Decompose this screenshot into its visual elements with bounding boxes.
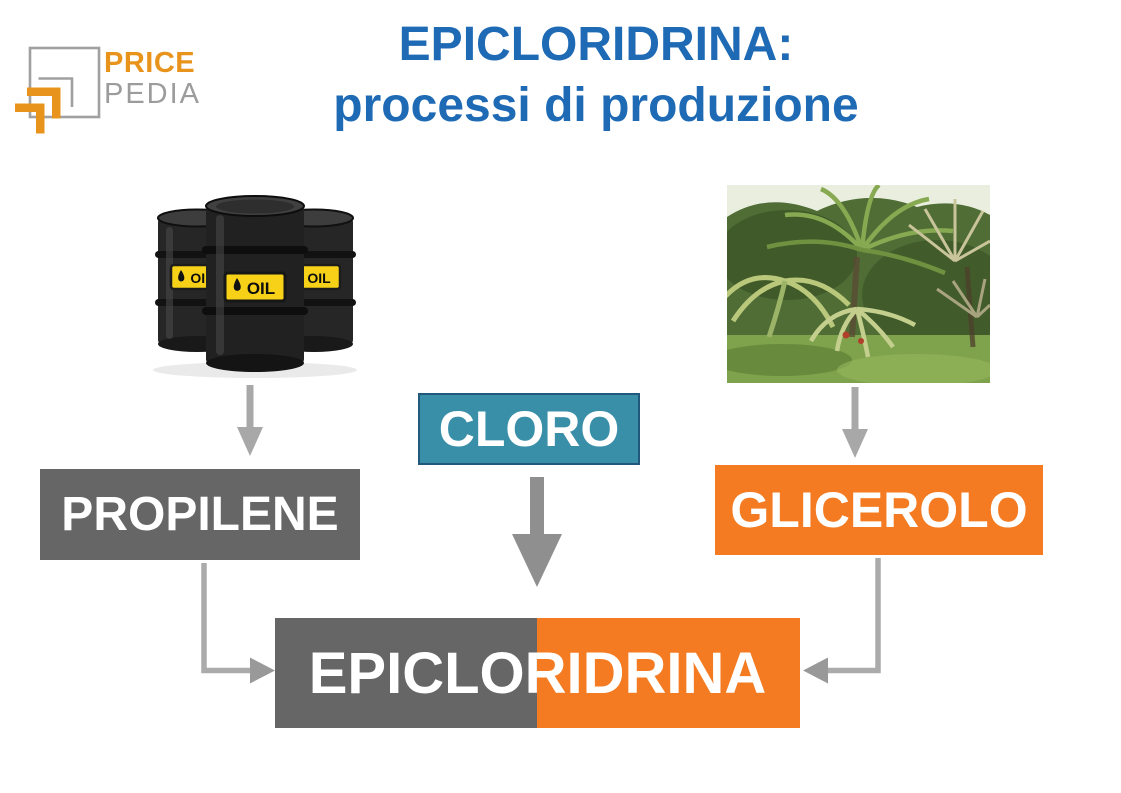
arrow-barrels-to-propilene xyxy=(237,385,263,456)
node-propilene: PROPILENE xyxy=(40,469,360,560)
logo-brand-bottom: PEDIA xyxy=(104,78,202,110)
palm-fronds-left xyxy=(727,275,851,338)
svg-text:OIL: OIL xyxy=(307,270,331,286)
oil-drop-icon xyxy=(233,278,241,291)
palm-fruit xyxy=(858,338,864,344)
arrow-cloro-to-epicloridrina xyxy=(512,477,562,587)
node-epicloridrina: EPICLORIDRINA xyxy=(275,618,800,728)
page-title-line2: processi di produzione xyxy=(333,79,859,132)
node-propilene-label: PROPILENE xyxy=(61,488,339,541)
arrow-glicerolo-to-epicloridrina xyxy=(803,558,881,684)
page-title-line1: EPICLORIDRINA: xyxy=(398,18,794,71)
oil-drop-icon xyxy=(178,270,185,282)
palm-fan-right-lower xyxy=(936,278,990,319)
node-cloro: CLORO xyxy=(418,393,640,465)
barrel-center: OIL xyxy=(202,195,308,372)
logo-outer-square xyxy=(28,46,101,119)
palm-fruit xyxy=(842,331,850,339)
palm-crown-center xyxy=(766,185,954,276)
arrow-propilene-to-epicloridrina xyxy=(201,563,275,684)
oil-palm-image xyxy=(727,185,990,383)
palm-crown-lower xyxy=(809,306,917,358)
oil-label-center: OIL xyxy=(223,271,287,303)
node-epicloridrina-orange-half xyxy=(537,618,800,728)
node-epicloridrina-label: EPICLORIDRINA xyxy=(308,640,767,706)
node-cloro-label: CLORO xyxy=(438,401,620,457)
node-epicloridrina-gray-half xyxy=(275,618,537,728)
node-glicerolo-label: GLICEROLO xyxy=(730,482,1028,538)
page-title: EPICLORIDRINA: processi di produzione xyxy=(296,14,896,136)
pricepedia-logo-icon xyxy=(15,46,101,134)
arrow-palm-to-glicerolo xyxy=(842,387,868,458)
logo-brand-top: PRICE xyxy=(104,47,196,79)
palm-fan-right xyxy=(908,199,990,263)
logo-orange-bracket-1 xyxy=(27,87,61,119)
oil-barrels-image: OIL OIL xyxy=(153,195,357,378)
svg-text:OIL: OIL xyxy=(247,279,275,298)
pricepedia-logo-text: PRICE PEDIA xyxy=(104,48,201,110)
logo-inner-bracket xyxy=(38,77,74,107)
logo-orange-bracket-2 xyxy=(15,103,45,134)
node-glicerolo: GLICEROLO xyxy=(715,465,1043,555)
